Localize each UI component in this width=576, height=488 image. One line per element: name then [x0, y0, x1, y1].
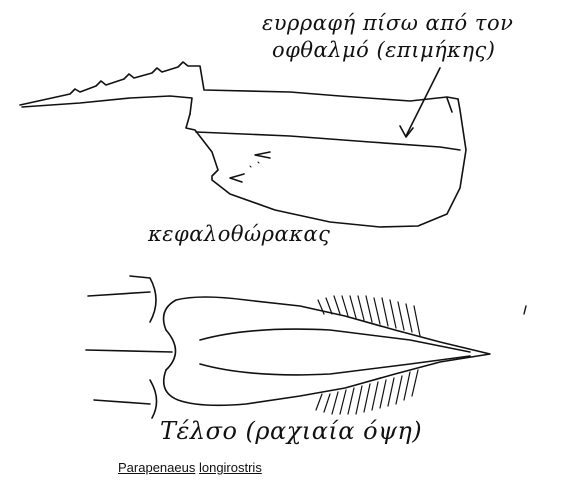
species-epithet: longirostris — [199, 460, 262, 475]
leader-line — [406, 68, 440, 136]
spines-bottom — [316, 370, 418, 414]
telson-drawing — [86, 276, 526, 418]
carapace-outline — [186, 99, 466, 227]
suture-label-line1: ευρραφή πίσω από τον — [262, 13, 513, 34]
segment-curve-bottom — [150, 380, 157, 418]
telson-outline — [164, 297, 490, 405]
segment-line-top — [88, 292, 150, 296]
arrow-mark-lower — [230, 174, 244, 182]
posterior-edge — [447, 98, 452, 112]
median-groove-top — [200, 329, 470, 352]
groove-tip — [166, 330, 176, 370]
segment-line-bottom — [94, 400, 150, 404]
suture-label-line2: οφθαλμό (επιμήκης) — [272, 40, 495, 61]
rostrum-upper-edge — [20, 62, 458, 105]
arrow-mark-upper — [255, 152, 270, 158]
cephalothorax-label: κεφαλοθώρακας — [148, 224, 330, 245]
segment-line-mid — [86, 350, 172, 352]
telson-label: Τέλσο (ραχιαία όψη) — [160, 419, 422, 443]
segment-curve-top — [130, 276, 156, 322]
species-caption: Parapenaeus longirostris — [118, 460, 262, 475]
suture-line — [196, 132, 460, 150]
spine-dots — [250, 162, 259, 167]
species-genus: Parapenaeus — [118, 460, 195, 475]
stray-mark — [524, 306, 526, 314]
cephalothorax-drawing — [20, 62, 466, 227]
